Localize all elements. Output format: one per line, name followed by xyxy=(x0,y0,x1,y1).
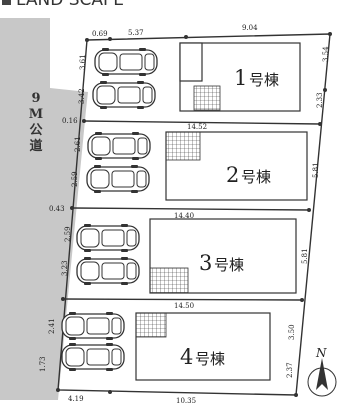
dim-top-left: 0.69 xyxy=(92,30,108,38)
road-label-2: M xyxy=(29,107,43,122)
deck-grid-2 xyxy=(165,131,201,161)
parking-car xyxy=(94,47,158,77)
building-footprint-3 xyxy=(149,218,297,294)
dim-lot4-right-bottom: 2.37 xyxy=(286,362,294,378)
survey-point xyxy=(56,388,60,392)
survey-points xyxy=(56,32,332,397)
road-label-1: 9 xyxy=(31,91,40,106)
dim-width-3-4: 14.50 xyxy=(174,302,194,310)
dim-lot3-left-top: 2.59 xyxy=(64,226,72,242)
dim-lot1-left-bottom: 3.42 xyxy=(78,88,86,104)
survey-point xyxy=(300,298,304,302)
building-suffix-2: 号棟 xyxy=(241,168,271,186)
building-number-3: 3 xyxy=(199,251,212,275)
lot-divider-3-4 xyxy=(62,298,303,301)
road-area xyxy=(0,18,88,400)
building-suffix-1: 号棟 xyxy=(249,71,279,89)
dim-lot2-right: 5.81 xyxy=(312,162,320,178)
parking-car xyxy=(87,131,151,161)
road-label-4: 道 xyxy=(29,138,42,154)
dim-lot1-right-bottom: 2.33 xyxy=(316,92,324,108)
dim-width-1-2: 14.52 xyxy=(187,123,207,131)
dim-offset-1: 0.16 xyxy=(62,117,78,125)
dimension-labels: 0.69 5.37 9.04 3.61 3.42 3.54 2.33 0.16 … xyxy=(39,24,330,405)
public-road: 9 M 公 道 xyxy=(0,18,88,400)
lot-divider-1-2 xyxy=(83,120,321,125)
dim-lot4-left-bottom: 1.73 xyxy=(39,356,47,372)
north-label: N xyxy=(315,346,327,360)
survey-point xyxy=(82,119,86,123)
title-text: LAND SCAPE xyxy=(16,0,124,10)
parking-car xyxy=(92,80,156,110)
dim-offset-2: 0.43 xyxy=(49,205,65,213)
dim-lot2-left-top: 2.61 xyxy=(74,136,82,152)
road-label-3: 公 xyxy=(29,123,42,138)
survey-point xyxy=(108,390,112,394)
building-suffix-3: 号棟 xyxy=(214,256,244,274)
dim-top-mid: 5.37 xyxy=(128,29,144,37)
dim-bottom-left: 4.19 xyxy=(68,395,84,403)
title-marker xyxy=(2,0,11,5)
dim-lot2-left-bottom: 2.59 xyxy=(71,171,79,187)
survey-point xyxy=(85,38,89,42)
survey-point xyxy=(323,88,327,92)
deck-grid-1 xyxy=(193,85,221,111)
north-arrow-icon: N xyxy=(307,346,337,397)
parking-car xyxy=(86,164,150,194)
dim-lot4-left-top: 2.41 xyxy=(48,318,56,334)
survey-point xyxy=(294,393,298,397)
parking-car xyxy=(61,311,125,341)
building-number-4: 4 xyxy=(180,345,193,369)
dim-lot1-left-top: 3.61 xyxy=(79,54,87,70)
parking-car xyxy=(61,342,125,372)
survey-point xyxy=(328,32,332,36)
building-suffix-4: 号棟 xyxy=(195,350,225,368)
deck-grid-3 xyxy=(149,267,189,294)
dim-lot1-right-top: 3.54 xyxy=(322,46,330,62)
dim-lot4-right-top: 3.50 xyxy=(288,324,296,340)
parking-car xyxy=(76,256,140,286)
building-number-1: 1 xyxy=(234,66,247,90)
building-step-1 xyxy=(179,42,203,82)
lot-1: 1 号棟 xyxy=(92,42,301,112)
survey-point xyxy=(307,208,311,212)
dim-bottom-mid: 10.35 xyxy=(176,397,196,405)
survey-point xyxy=(108,37,112,41)
dim-width-2-3: 14.40 xyxy=(174,212,194,220)
survey-point xyxy=(61,297,65,301)
survey-point xyxy=(318,122,322,126)
title: LAND SCAPE xyxy=(2,0,124,10)
dim-lot3-left-bottom: 3.23 xyxy=(61,260,69,276)
survey-point xyxy=(70,206,74,210)
lot-4: 4 号棟 xyxy=(61,311,271,381)
parking-car xyxy=(76,223,140,253)
building-footprint-4 xyxy=(135,312,271,381)
lot-2: 2 号棟 xyxy=(86,131,308,201)
dim-top-right: 9.04 xyxy=(242,24,258,32)
lot-3: 3 号棟 xyxy=(76,218,297,294)
deck-grid-4 xyxy=(135,312,167,338)
building-footprint-2 xyxy=(165,131,308,201)
lot-divider-2-3 xyxy=(71,207,310,211)
survey-point xyxy=(184,35,188,39)
dim-lot3-right: 5.81 xyxy=(301,248,309,264)
building-number-2: 2 xyxy=(226,163,239,187)
